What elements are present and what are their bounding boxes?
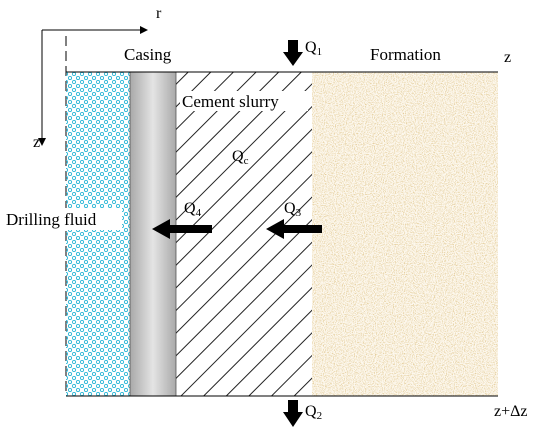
axis-arrows (38, 26, 148, 146)
q1-arrow-icon (283, 40, 303, 66)
formation-label: Formation (370, 45, 441, 64)
q1-label: Q1 (305, 39, 322, 58)
q2-label: Q2 (305, 403, 322, 422)
cement-slurry-label-bg (180, 91, 308, 111)
q4-label: Q4 (184, 200, 202, 219)
q4-arrow-icon (152, 219, 212, 239)
r-axis-label: r (156, 5, 162, 22)
top-right-z-label: z (504, 49, 511, 66)
cement-slurry-region (176, 72, 312, 396)
cement-slurry-label: Cement slurry (182, 92, 279, 111)
drilling-fluid-region (66, 72, 130, 396)
casing-label: Casing (124, 45, 172, 64)
q2-arrow-icon (283, 400, 303, 427)
cement-flow-label: Qc (232, 148, 249, 167)
formation-region (312, 72, 498, 396)
q3-label: Q3 (284, 200, 302, 219)
z-axis-label: z (33, 134, 40, 151)
drilling-fluid-label: Drilling fluid (6, 210, 97, 229)
drilling-fluid-label-bg (4, 208, 122, 230)
bottom-right-z-label: z+Δz (494, 403, 528, 420)
q3-arrow-icon (266, 219, 322, 239)
